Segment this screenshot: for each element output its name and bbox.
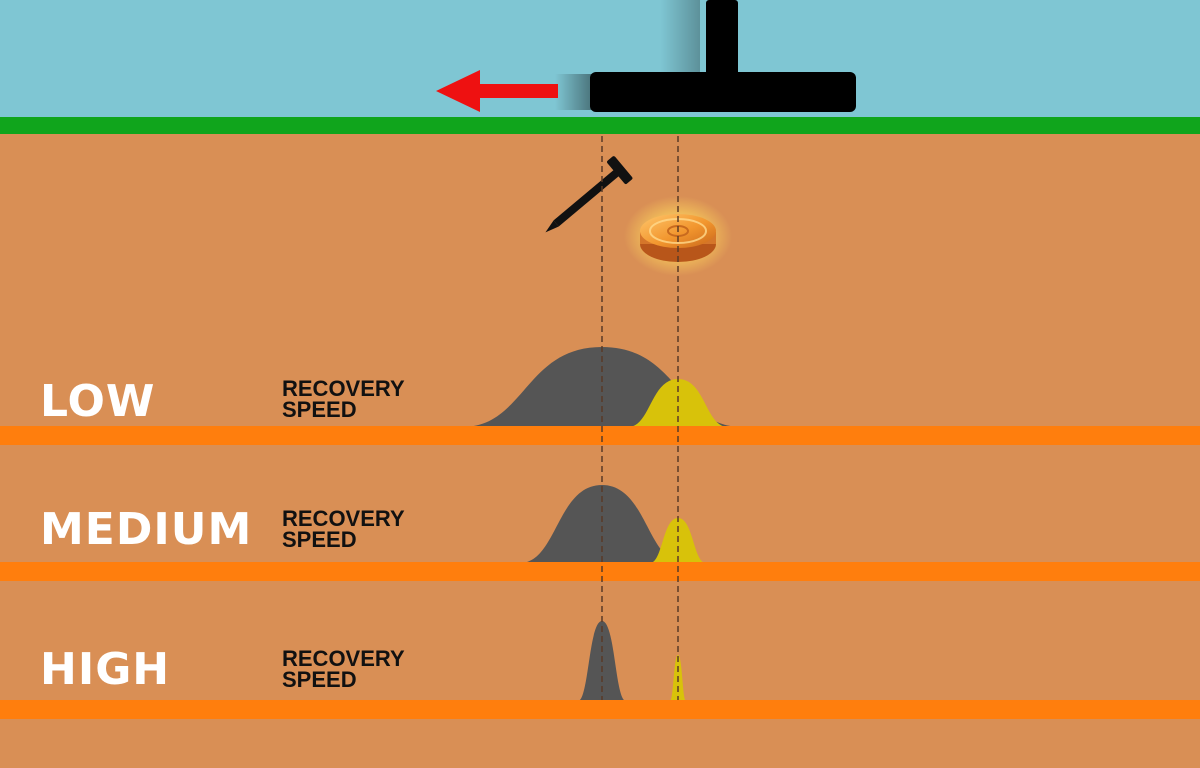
row-sub-medium: RECOVERY SPEED <box>282 506 482 552</box>
left-arrow-icon <box>436 70 558 112</box>
baseline-band-low <box>0 426 1200 445</box>
coin-signal-low <box>628 379 728 427</box>
row-label-low: LOW <box>40 376 156 427</box>
nail-icon <box>545 156 633 233</box>
baseline-band-high <box>0 700 1200 719</box>
speed-text: SPEED <box>282 527 357 552</box>
nail-signal-medium <box>520 485 684 563</box>
baseline-bands <box>0 426 1200 719</box>
recovery-text: RECOVERY <box>282 376 405 401</box>
row-label-medium: MEDIUM <box>40 504 253 555</box>
speed-text: SPEED <box>282 667 357 692</box>
row-label-high: HIGH <box>40 644 171 695</box>
row-sub-high: RECOVERY SPEED <box>282 646 482 692</box>
baseline-band-medium <box>0 562 1200 581</box>
recovery-text: RECOVERY <box>282 506 405 531</box>
grass-line <box>0 117 1200 134</box>
row-sub-low: RECOVERY SPEED <box>282 376 482 422</box>
metal-detector-coil-icon <box>555 0 856 112</box>
recovery-text: RECOVERY <box>282 646 405 671</box>
speed-text: SPEED <box>282 397 357 422</box>
